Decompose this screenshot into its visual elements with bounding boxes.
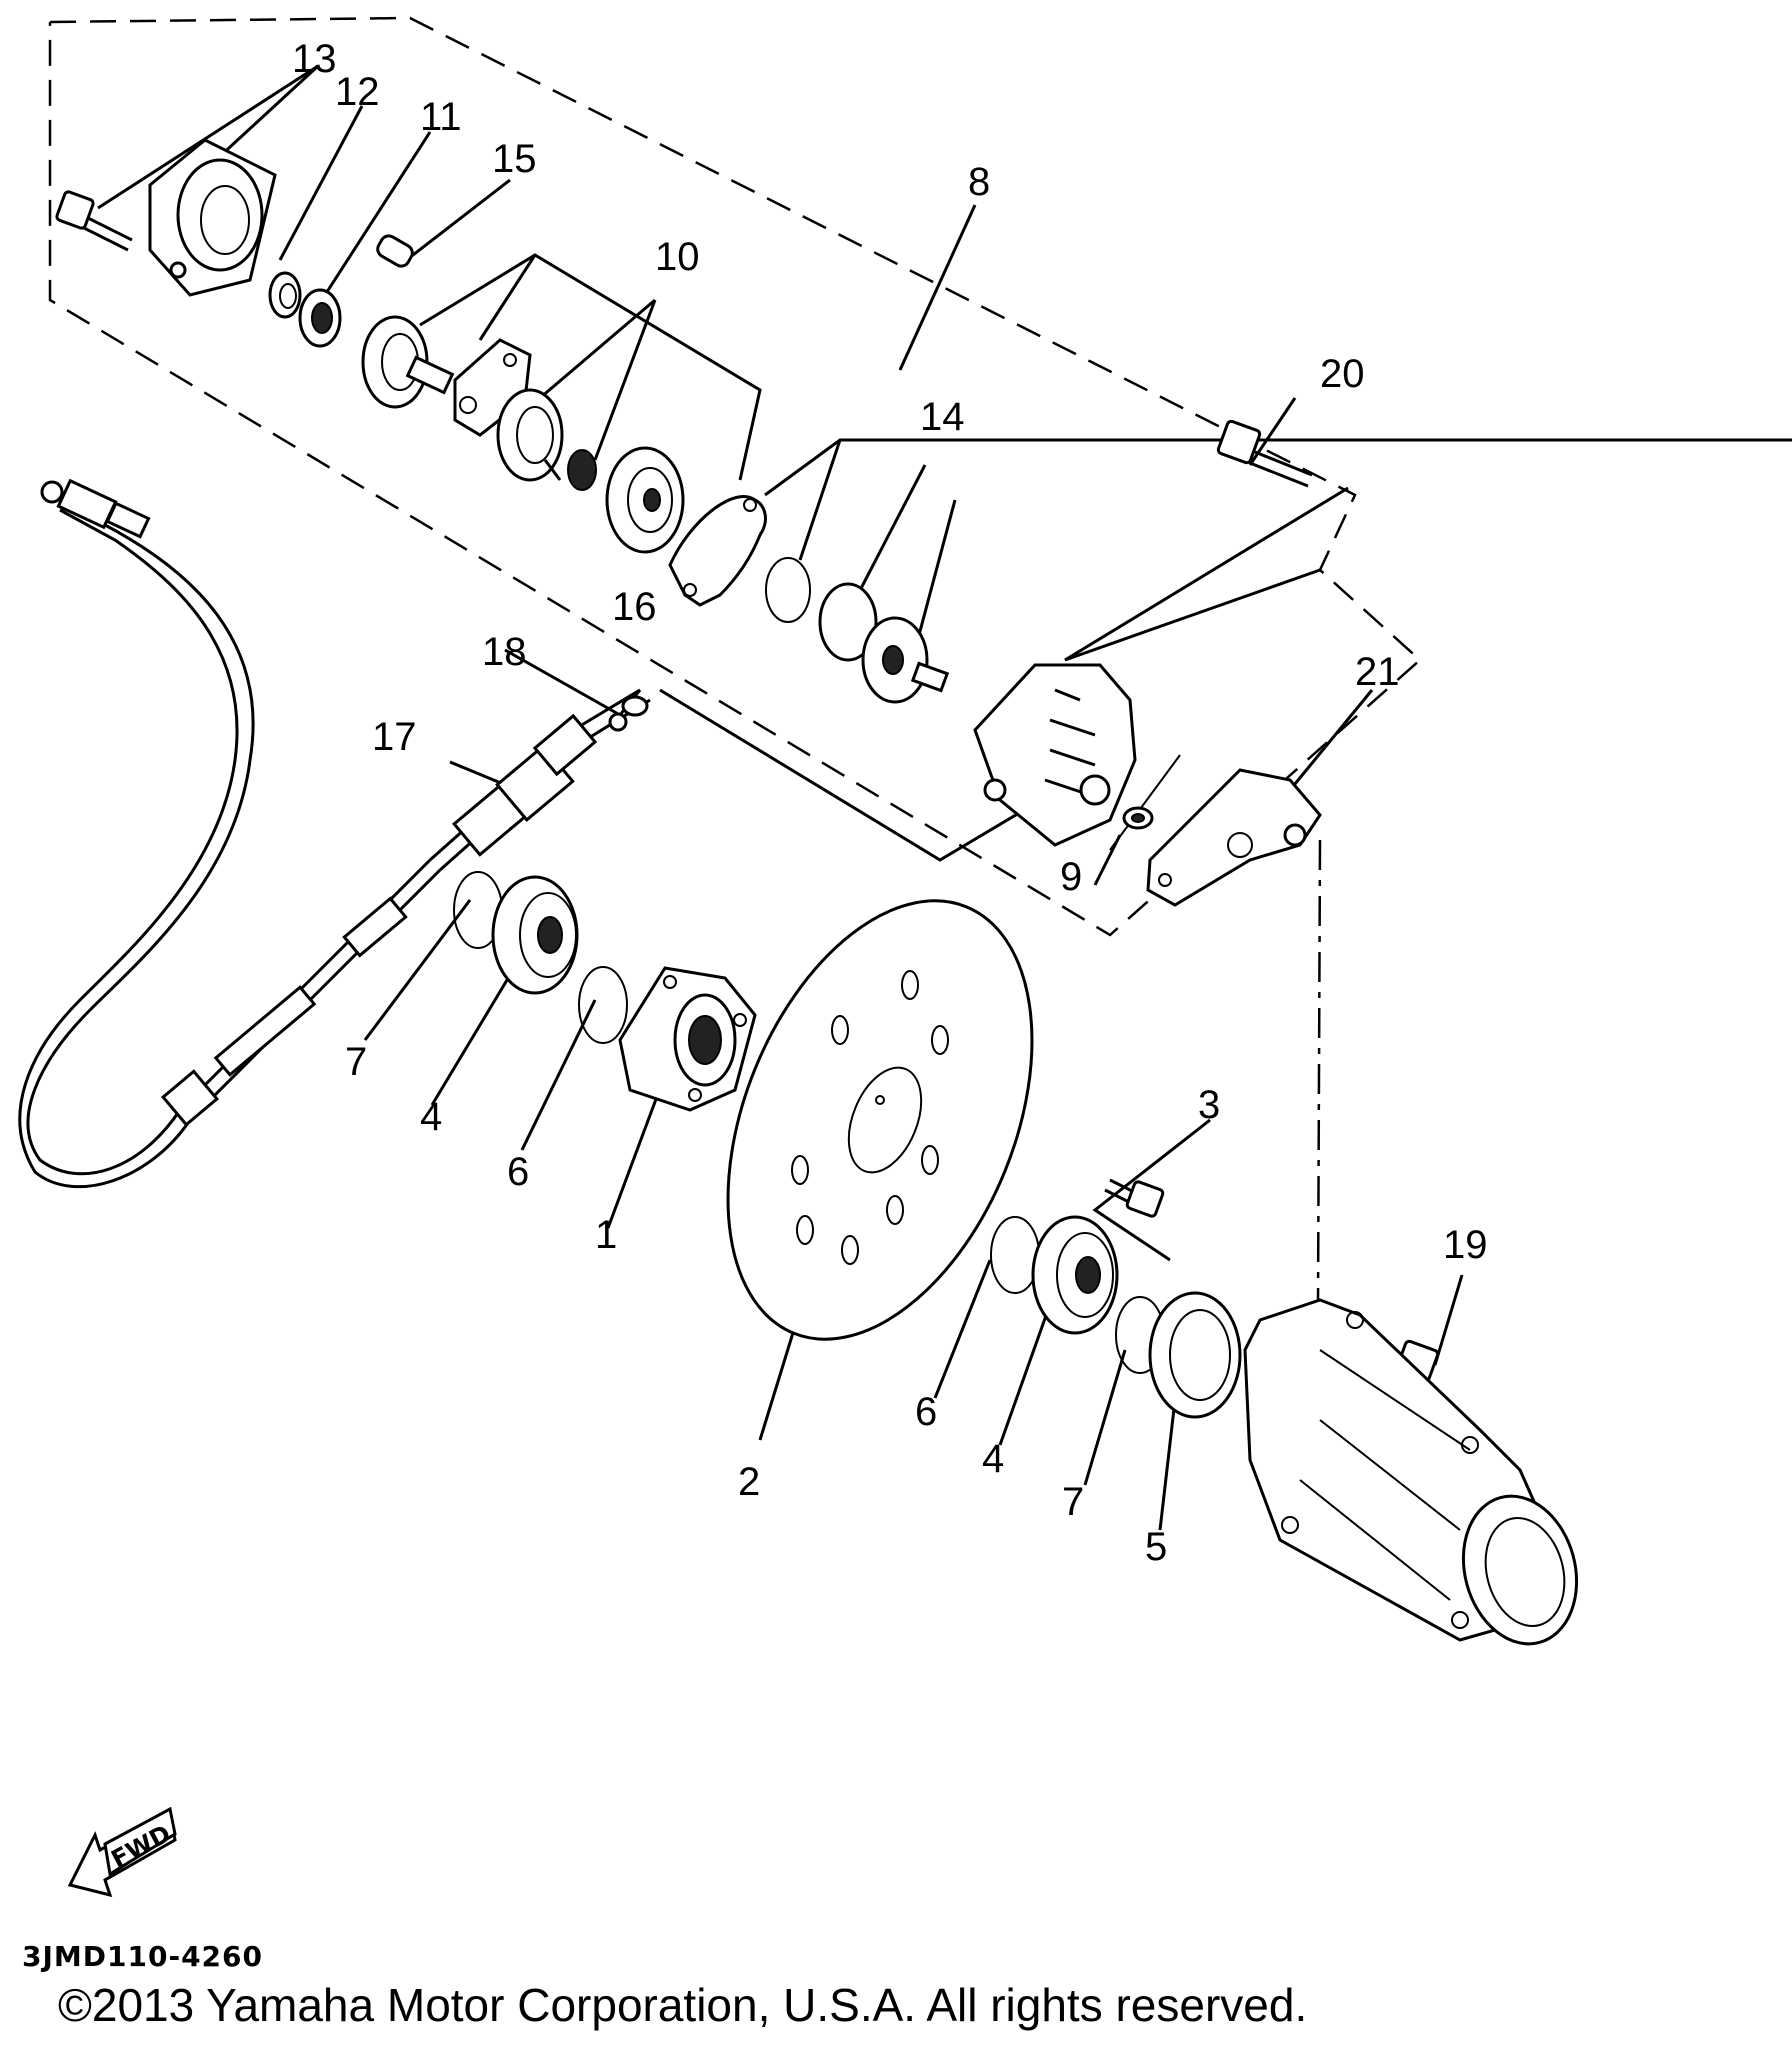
callout-1: 1	[595, 1213, 617, 1257]
part-21-bracket	[1146, 768, 1322, 907]
callout-3: 3	[1198, 1083, 1220, 1127]
cable-end-fitting	[40, 478, 151, 539]
part-4-seal-right	[1031, 1215, 1119, 1335]
callout-13: 13	[292, 37, 337, 81]
callout-21: 21	[1355, 650, 1400, 694]
callout-4-right: 4	[982, 1437, 1004, 1481]
part-8-caliper-body	[973, 663, 1137, 847]
callout-2: 2	[738, 1460, 760, 1504]
part-1-hub	[618, 966, 757, 1112]
axle-housing	[1243, 1298, 1579, 1646]
callout-12: 12	[335, 70, 380, 114]
part-5-seal	[1148, 1291, 1242, 1419]
part-20-bolt	[1216, 419, 1313, 488]
callout-6-right: 6	[915, 1390, 937, 1434]
copyright-notice: ©2013 Yamaha Motor Corporation, U.S.A. A…	[58, 1979, 1308, 2031]
part-2-brake-disc	[726, 899, 1034, 1341]
callout-7-left: 7	[345, 1040, 367, 1084]
callout-4-left: 4	[420, 1095, 442, 1139]
part-10-spring	[567, 449, 597, 491]
callout-17: 17	[372, 715, 417, 759]
callout-10: 10	[655, 235, 700, 279]
callout-11: 11	[420, 95, 462, 139]
callout-16: 16	[612, 585, 657, 629]
callout-7-right: 7	[1062, 1480, 1084, 1524]
callout-numbers: 1 2 3 4 4 5 6 6 7 7 8 9 10 11 12 13 14 1…	[292, 37, 1488, 1569]
callout-5: 5	[1145, 1525, 1167, 1569]
part-16-bearing	[605, 446, 685, 554]
callout-14: 14	[920, 395, 965, 439]
part-11-gear	[298, 288, 342, 348]
cable-adjuster-springs	[160, 713, 598, 1127]
part-14-o-ring	[765, 557, 811, 623]
part-10-adjuster-a	[361, 315, 455, 409]
callout-15: 15	[492, 137, 537, 181]
part-6-o-ring-left	[578, 966, 628, 1044]
callout-18: 18	[482, 630, 527, 674]
callout-19: 19	[1443, 1223, 1488, 1267]
leader-lines	[97, 64, 1792, 1531]
part-18-washer	[621, 695, 649, 717]
part-15-pin	[376, 234, 414, 268]
figure-code: 3JMD110-4260	[22, 1940, 264, 1973]
part-9-bleeder	[1122, 806, 1154, 830]
caliper-assembly-boundary	[48, 16, 1422, 937]
brake-cable	[18, 478, 651, 1189]
callout-8: 8	[968, 160, 990, 204]
part-12-washer	[268, 271, 302, 319]
part-10-adjuster-b	[496, 388, 564, 482]
callout-20: 20	[1320, 352, 1365, 396]
part-14-piston	[861, 616, 950, 704]
callout-9: 9	[1060, 855, 1082, 899]
part-3-bolt	[1104, 1178, 1165, 1218]
part-14-piston-cup	[818, 582, 878, 662]
fwd-arrow-icon: FWD	[67, 1806, 177, 1898]
part-13-bolt	[55, 190, 133, 252]
part-13-cover	[148, 138, 277, 297]
part-4-seal-left	[491, 875, 579, 995]
callout-6-left: 6	[507, 1150, 529, 1194]
part-10-gasket	[668, 494, 767, 607]
